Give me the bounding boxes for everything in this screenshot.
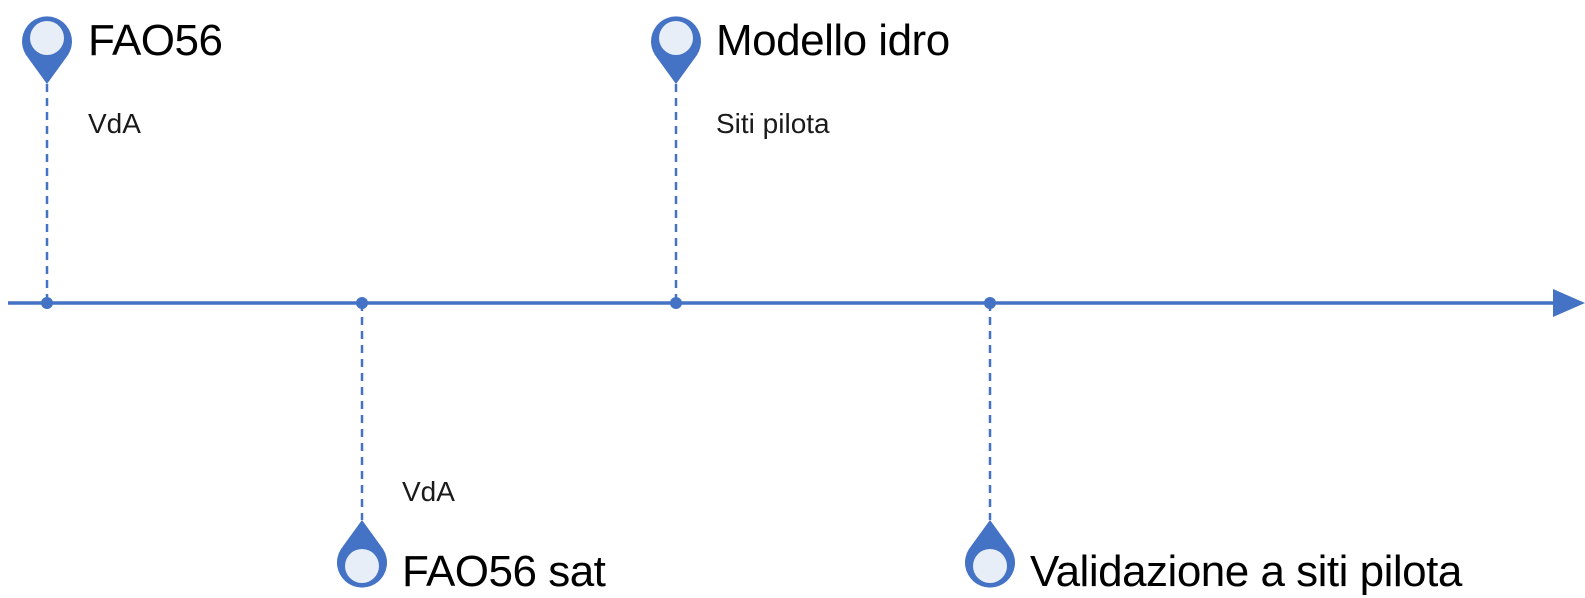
milestone-validazione: Validazione a siti pilota bbox=[965, 297, 1463, 596]
milestone-modello-idro: Modello idro Siti pilota bbox=[651, 16, 950, 309]
milestone-subtitle: Siti pilota bbox=[716, 108, 830, 139]
milestone-subtitle: VdA bbox=[88, 108, 141, 139]
map-pin-icon bbox=[337, 520, 387, 588]
milestone-axis-dot bbox=[984, 297, 996, 309]
map-pin-icon bbox=[22, 16, 73, 84]
timeline-axis bbox=[8, 289, 1585, 317]
milestone-fao56-sat: VdA FAO56 sat bbox=[337, 297, 606, 596]
milestone-title: Validazione a siti pilota bbox=[1030, 547, 1463, 596]
milestone-axis-dot bbox=[670, 297, 682, 309]
milestone-title: FAO56 bbox=[88, 16, 222, 65]
milestone-fao56: FAO56 VdA bbox=[22, 16, 223, 309]
map-pin-icon bbox=[651, 16, 701, 84]
map-pin-icon bbox=[965, 520, 1015, 588]
milestone-title: Modello idro bbox=[716, 16, 950, 65]
milestone-subtitle: VdA bbox=[402, 476, 455, 507]
milestone-axis-dot bbox=[41, 297, 53, 309]
milestone-axis-dot bbox=[356, 297, 368, 309]
milestone-title: FAO56 sat bbox=[402, 547, 606, 596]
timeline-arrowhead-icon bbox=[1553, 289, 1585, 317]
